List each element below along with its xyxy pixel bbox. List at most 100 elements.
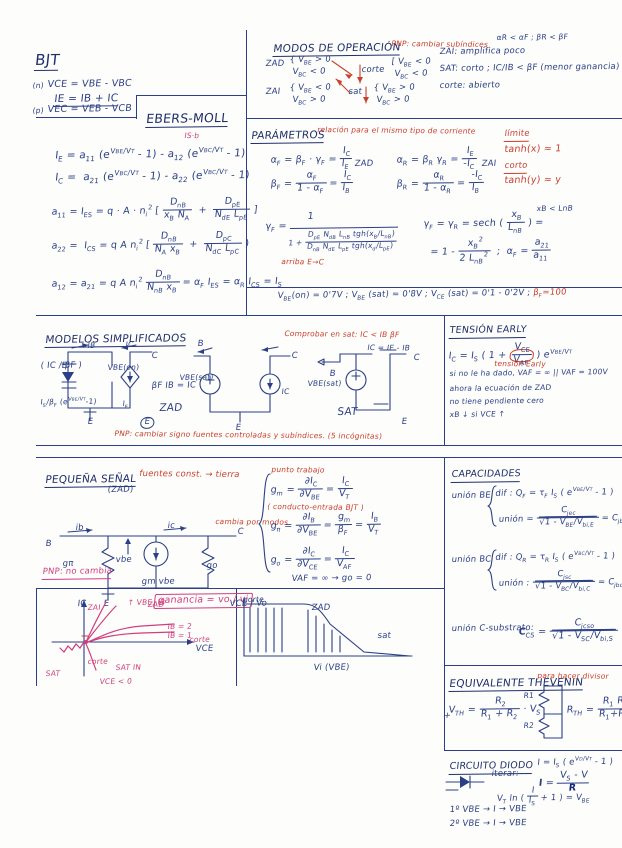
ebers-moll-ie-equation: IE = a11 (eVBE/VT - 1) - a12 (eVBC/VT - … — [54, 144, 246, 164]
modos-zai-label: ZAI — [265, 86, 281, 97]
ps-eq-brace — [258, 473, 271, 573]
sat-terminal-c: C — [291, 350, 299, 361]
modos-zai-cond2: VBC > 0 — [289, 94, 327, 107]
rule-thev-left — [444, 665, 445, 750]
modos-side-note-2: corte: abierto — [439, 80, 501, 91]
rule-header-npn — [36, 117, 136, 118]
check-terminal-c: C — [413, 352, 421, 363]
zad-current-ic: IC — [125, 339, 134, 349]
rule-modelos-top — [36, 315, 622, 316]
check-vbe-sat-label: VBE(sat) — [307, 378, 343, 388]
parametros-red-note: relación para el mismo tipo de corriente — [316, 125, 477, 136]
modos-zai-cond1: { VBE < 0 — [289, 82, 332, 95]
rule-modelos-bottom — [36, 445, 622, 446]
modos-corte-cond1: [ VBE < 0 — [391, 56, 432, 69]
parametros-limit-title: límite — [503, 129, 530, 142]
graph-ic-curve-label-0: ↑ VBE, IB — [127, 597, 166, 607]
sat-terminal-b: B — [197, 338, 205, 349]
ebers-moll-is-note: IS·b — [183, 131, 201, 141]
rule-col2-v — [246, 30, 247, 315]
rule-graphs-top — [36, 588, 444, 589]
npn-label: (n) — [32, 80, 45, 90]
sat-vbe-sat-label: VBE(sat) — [179, 372, 215, 382]
early-line-1: ahora la ecuación de ZAD — [449, 382, 552, 393]
graph-ic-note-bottom: VCE < 0 — [99, 676, 133, 686]
graph-ic-label-corte: corte — [189, 634, 211, 644]
diodo-step-2: 2º VBE → I → VBE — [449, 818, 528, 829]
cap-union-bc-label: unión BC — [451, 554, 492, 565]
rule-ps-top — [36, 457, 622, 458]
rule-header-v — [136, 95, 137, 119]
pnp-vec-eq: VEC = VEB - VCB — [46, 102, 133, 115]
graph-ic-y-axis-label: IC — [77, 598, 87, 609]
zad-model-label: ZAD — [158, 401, 184, 414]
modelos-pnp-note: PNP: cambiar signo fuentes controladas y… — [113, 429, 383, 441]
modos-zad-label: ZAD — [265, 58, 285, 69]
diodo-iterar-label: iterar: — [491, 768, 520, 779]
modos-zad-cond1: { VBE > 0 — [289, 54, 332, 67]
hybrid-pi-circuit — [59, 526, 237, 601]
early-line-2: no tiene pendiente cero — [449, 395, 545, 406]
zad-current-ib: IB — [87, 340, 96, 350]
early-heading: TENSIÓN EARLY — [448, 324, 527, 339]
pequena-senal-sources-note: fuentes const. → tierra — [138, 469, 241, 481]
thevenin-r2-label: R2 — [523, 720, 535, 730]
cap-be-union: unión = Cjec√1 - VBE/Vbi,E = Cjbe — [498, 505, 622, 530]
parametros-zad-bracket: ZAD — [354, 158, 374, 169]
sat-check-circuit — [317, 349, 407, 411]
modos-arrows — [331, 60, 369, 104]
diodo-step-1: 1º VBE → I → VBE — [449, 804, 528, 815]
parametros-gamma-f-num: 1 — [306, 210, 315, 222]
ps-ib-label: ib — [75, 522, 85, 533]
ps-pnp-note: PNP: no cambia — [41, 566, 113, 580]
parametros-limit-3: tanh(y) ≈ y — [503, 174, 562, 186]
ps-eq-note-p: punto trabajo — [270, 465, 326, 475]
diodo-circuit — [445, 775, 485, 791]
sat-check-note2: IC = IE - IB — [366, 343, 411, 353]
modos-zad-cond2: VBC < 0 — [289, 66, 327, 79]
ebers-moll-heading: EBERS-MOLL — [145, 110, 229, 129]
ps-terminal-b: B — [45, 538, 53, 549]
parametros-zai-bracket: ZAI — [481, 158, 497, 169]
thevenin-top-note: para hacer divisor — [536, 671, 610, 681]
npn-vce-eq: VCE = VBE - VBC — [46, 77, 133, 90]
graph-ic-curve-label-2: IB = 1 — [167, 630, 193, 640]
parametros-gamma-f: γF = — [264, 220, 288, 234]
cap-cs-equation: CCS = Cjcso√1 - VSC/Vbi,S — [517, 617, 619, 645]
rule-graphs-left — [36, 588, 37, 686]
cap-bc-brace — [487, 549, 497, 591]
rule-graphs-mid — [236, 588, 237, 686]
thevenin-r1-label: R1 — [523, 690, 535, 700]
rule-diodo-top — [444, 750, 622, 751]
ps-terminal-c: C — [237, 526, 245, 537]
sat-check-note: Comprobar en sat: IC < IB βF — [283, 329, 401, 340]
parametros-limit-2: corto — [503, 161, 528, 174]
graph-ic-label-satin: SAT IN — [115, 662, 142, 672]
graph-v-x-axis-label: Vi (VBE) — [313, 662, 351, 673]
ps-vbe-label: vbe — [115, 554, 133, 565]
graph-v-region-sat: sat — [377, 630, 392, 641]
rule-params-top — [246, 118, 622, 119]
graph-ic-label-corte2: corte — [87, 656, 109, 666]
graph-ic-x-axis-label: VCE — [195, 643, 214, 654]
cap-union-be-label: unión BE — [451, 490, 492, 501]
modos-side-note-0: ZAI: amplifica poco — [439, 45, 526, 57]
zad-diode-label: ( IC / βF ) — [40, 360, 83, 371]
parametros-heading: PARÁMETROS — [250, 129, 326, 145]
sat-model-circuit — [193, 346, 291, 423]
parametros-alpha-r: αR = βR γR = IE-IC — [395, 145, 478, 172]
ps-go-label: go — [206, 560, 219, 571]
thevenin-divider-circuit — [538, 685, 563, 739]
rule-params-bottom — [246, 287, 622, 288]
cap-bc-union: unión : Cjsc√1 - VBC/Vbi,C = Cjbc — [498, 569, 622, 594]
